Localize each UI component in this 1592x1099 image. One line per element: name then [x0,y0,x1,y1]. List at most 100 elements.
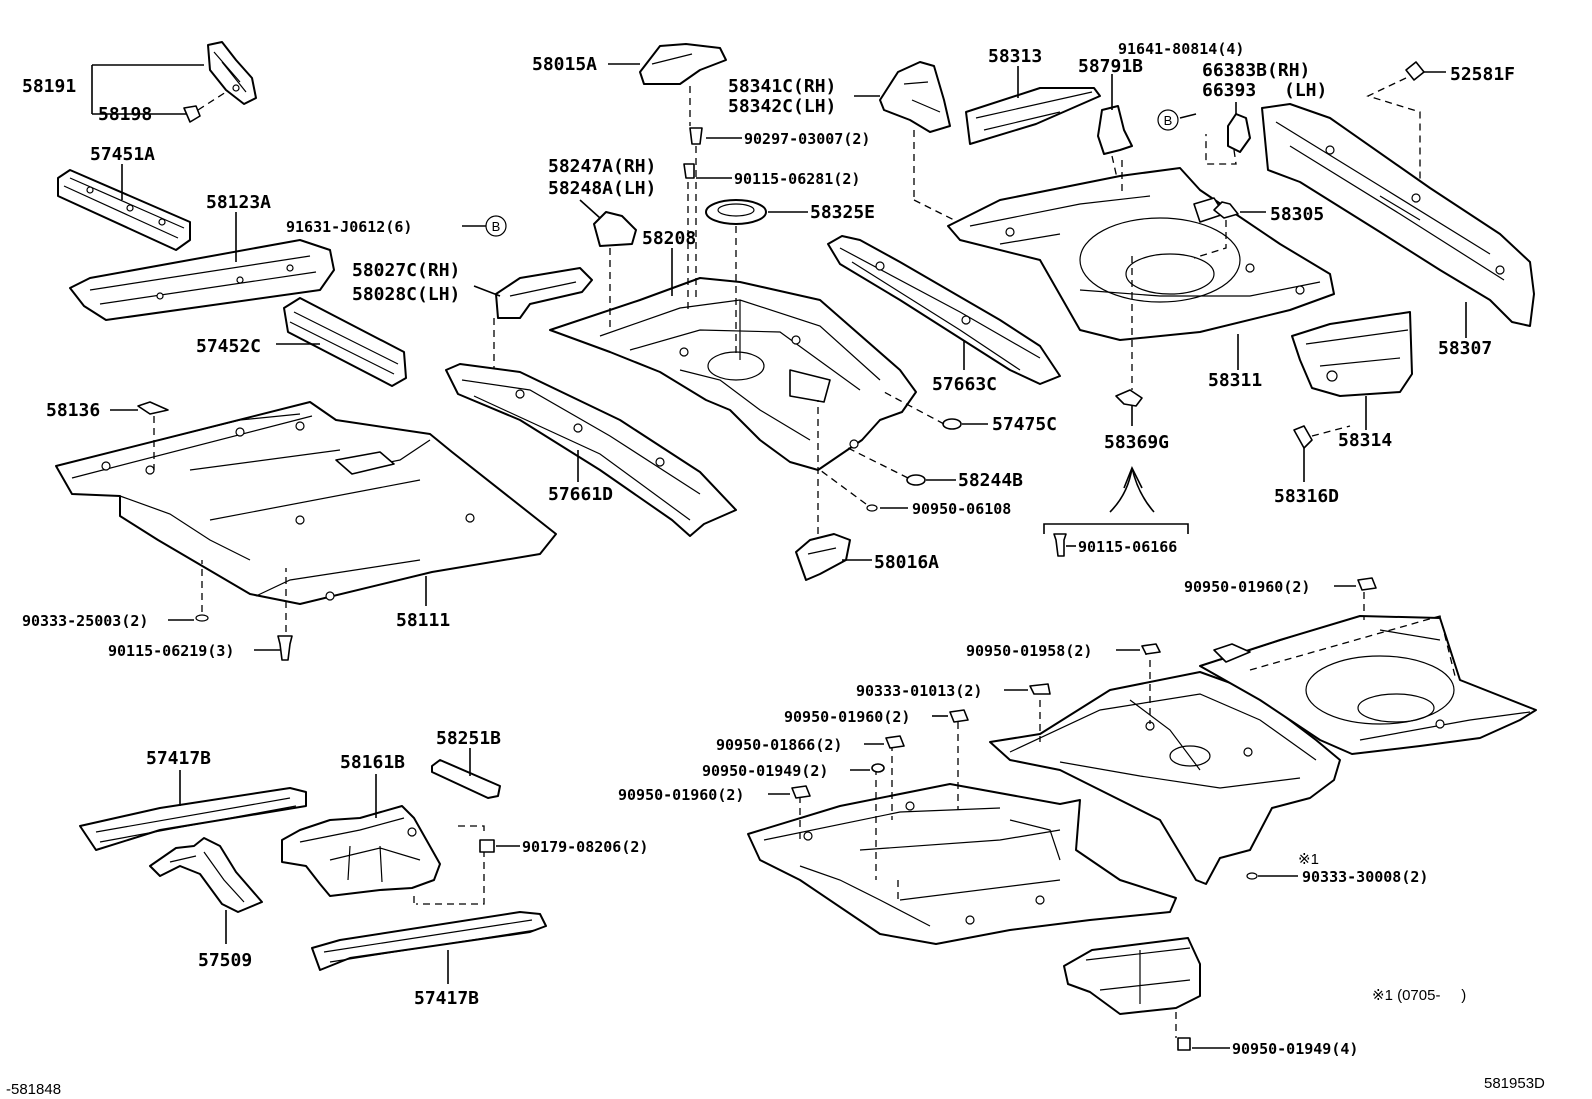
part-58208-center-floor-pan [549,277,917,471]
badge-b-text-2: B [1164,113,1173,128]
label-57661d: 57661D [548,484,613,505]
label-66393-lh: (LH) [1284,80,1327,101]
label-58028c: 58028C(LH) [352,284,460,305]
label-58791b: 58791B [1078,56,1143,77]
part-58161b-bracket [281,805,441,906]
label-90115-06166: 90115-06166 [1078,538,1177,556]
label-90950-01958: 90950-01958(2) [966,642,1092,660]
label-90950-01960-a: 90950-01960(2) [1184,578,1310,596]
part-58198-clip [183,91,227,123]
part-58369g-bracket [1115,256,1143,426]
part-floor-assembly-center [989,671,1341,885]
part-58311-rear-floor-pan [947,167,1335,341]
part-57452c-reinforcement [283,297,407,387]
label-code-right: 581953D [1484,1075,1545,1092]
part-58341c-bracket [879,61,967,227]
label-90950-01960-b: 90950-01960(2) [784,708,910,726]
part-90950-01958-plug [1141,643,1161,655]
part-58251b-brace [416,759,501,905]
label-90950-01960-c: 90950-01960(2) [618,786,744,804]
part-58316d-clip [1293,425,1351,482]
label-91641: 91641-80814(4) [1118,40,1244,58]
label-57475c: 57475C [992,414,1057,435]
label-57451a: 57451A [90,144,155,165]
part-58136-plug [137,401,169,470]
label-90297: 90297-03007(2) [744,130,870,148]
label-57452c: 57452C [196,336,261,357]
label-58015a: 58015A [532,54,597,75]
part-57475c-plug [883,391,962,430]
part-57417b-lower-rail [311,911,547,971]
part-90950-06108-plug [819,469,878,512]
part-57451a-rail [57,169,191,251]
part-58027c-duct [493,267,593,372]
part-58015a-bracket [639,43,727,126]
label-58191: 58191 [22,76,76,97]
part-58314-bracket [1291,311,1413,397]
label-91631: 91631-J0612(6) [286,218,412,236]
label-66383b: 66383B(RH) [1202,60,1310,81]
badge-b-text-1: B [492,219,501,234]
label-52581f: 52581F [1450,64,1515,85]
label-58325e: 58325E [810,202,875,223]
label-mark-range: ※1 (0705- ) [1372,987,1466,1004]
part-90950-01949-plug-a [871,763,885,773]
label-58248a: 58248A(LH) [548,178,656,199]
label-code-left: -581848 [6,1081,61,1098]
label-90950-01866: 90950-01866(2) [716,736,842,754]
part-58325e-plug [705,199,767,354]
label-58314: 58314 [1338,430,1392,451]
label-58027c: 58027C(RH) [352,260,460,281]
leader-58247a [579,199,601,219]
part-58244b-plug [847,447,926,486]
label-90333-01013: 90333-01013(2) [856,682,982,700]
label-58311: 58311 [1208,370,1262,391]
badge-b-circle-2 [1157,109,1179,131]
part-57661d-floor-side-member [445,363,737,537]
label-90333-25003: 90333-25003(2) [22,612,148,630]
label-58251b: 58251B [436,728,501,749]
part-90115-06166-bolt [1053,533,1067,557]
dash-fasteners [799,722,959,900]
label-90115-06281: 90115-06281(2) [734,170,860,188]
label-90179: 90179-08206(2) [522,838,648,856]
label-58198: 58198 [98,104,152,125]
label-57663c: 57663C [932,374,997,395]
label-90115-06219: 90115-06219(3) [108,642,234,660]
part-floor-assembly-front [747,783,1177,945]
label-58247a: 58247A(RH) [548,156,656,177]
label-58307: 58307 [1438,338,1492,359]
part-90333-25003-plug [195,560,209,622]
leader-58191 [91,64,204,115]
label-57417b-a: 57417B [146,748,211,769]
label-58305: 58305 [1270,204,1324,225]
part-66383b-plate [1205,113,1251,165]
label-58342c: 58342C(LH) [728,96,836,117]
label-mark: ※1 [1298,851,1319,868]
part-90179-08206-nut [479,839,495,853]
part-floor-assembly-rear [1199,615,1537,755]
arrow-icon [1109,467,1155,513]
part-90950-01866-plug [885,735,905,749]
part-58305-bracket [1193,201,1239,259]
arrow-head-icon [1123,466,1143,489]
label-58161b: 58161B [340,752,405,773]
part-57509-bracket [149,837,263,913]
bracket-90115-06166 [1043,523,1189,534]
label-58016a: 58016A [874,552,939,573]
part-58307-quarter-panel [1261,103,1535,327]
leader-58027c [473,285,501,297]
label-58136: 58136 [46,400,100,421]
part-90950-01960-plug-b [949,709,969,723]
part-58111-front-floor-pan [55,401,557,605]
label-90333-30008: 90333-30008(2) [1302,868,1428,886]
label-58341c: 58341C(RH) [728,76,836,97]
label-58123a: 58123A [206,192,271,213]
part-58123a-crossmember [69,239,335,321]
label-90950-01949-a: 90950-01949(2) [702,762,828,780]
label-90950-06108: 90950-06108 [912,500,1011,518]
part-90950-01960-plug-a [1357,577,1377,591]
part-90333-30008-plug [1246,872,1258,880]
part-58247a-bracket [593,211,637,330]
